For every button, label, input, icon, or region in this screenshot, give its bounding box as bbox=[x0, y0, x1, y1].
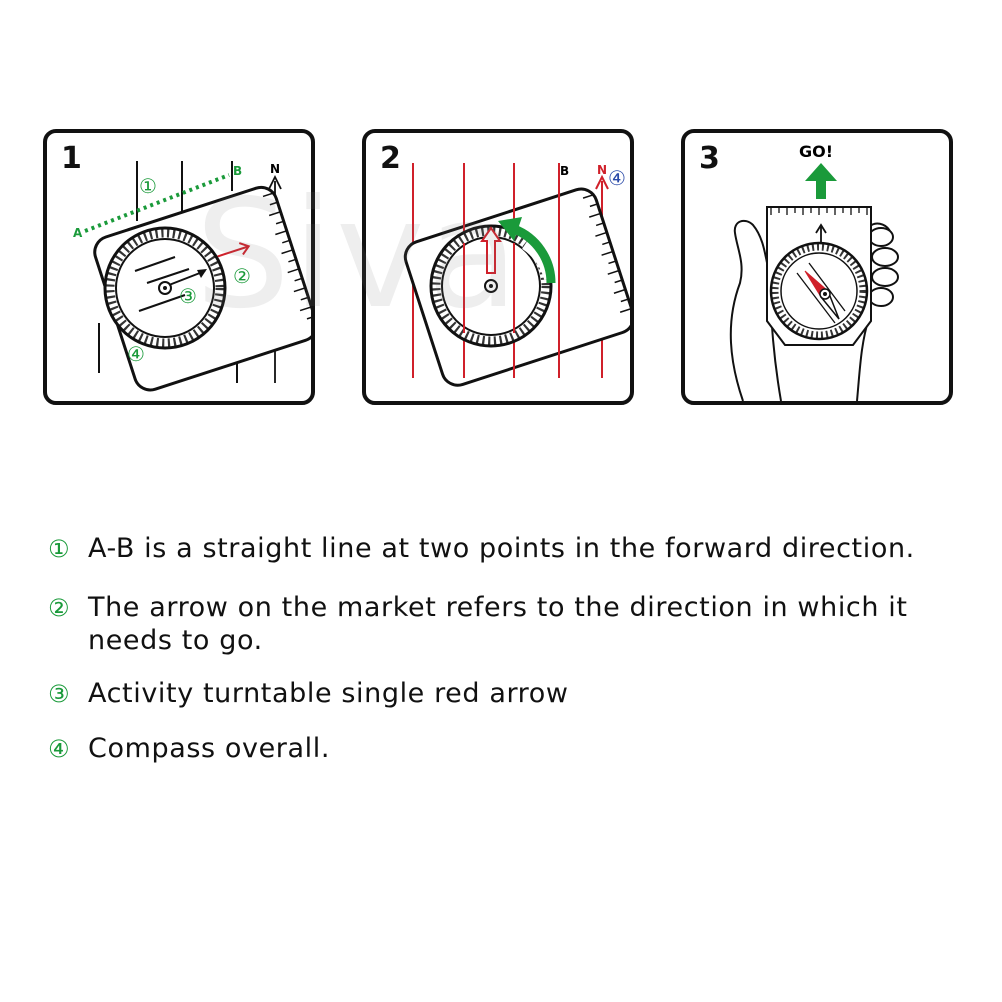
step-2-panel: 2 N ④ B bbox=[362, 129, 634, 405]
point-b-label: B bbox=[233, 164, 242, 178]
north-label: N bbox=[597, 163, 607, 177]
compass-dial bbox=[769, 241, 869, 341]
step-1-illustration: N A B ① bbox=[73, 161, 311, 392]
step-1-panel: 1 N A B ① bbox=[43, 129, 315, 405]
legend-marker: ③ bbox=[48, 680, 71, 708]
legend-item: ① A-B is a straight line at two points i… bbox=[48, 532, 968, 565]
step-number: 2 bbox=[380, 141, 401, 176]
marker-1: ① bbox=[139, 174, 157, 198]
marker-4: ④ bbox=[608, 166, 626, 190]
legend-text: Activity turntable single red arrow bbox=[88, 678, 569, 709]
legend-item: ③ Activity turntable single red arrow bbox=[48, 677, 968, 710]
legend-item: ④ Compass overall. bbox=[48, 732, 968, 765]
legend-marker: ④ bbox=[48, 735, 71, 763]
marker-4: ④ bbox=[127, 342, 145, 366]
marker-3: ③ bbox=[179, 284, 197, 308]
go-arrow-icon bbox=[805, 163, 837, 199]
step-3-panel: 3 GO! bbox=[681, 129, 953, 405]
north-label: N bbox=[270, 162, 280, 176]
step-2-illustration: N ④ B bbox=[403, 163, 630, 387]
point-a-label: A bbox=[73, 226, 83, 240]
compass-dial bbox=[103, 226, 227, 350]
legend-list: ① A-B is a straight line at two points i… bbox=[48, 532, 968, 787]
step-number: 3 bbox=[699, 141, 720, 176]
legend-item: ② The arrow on the market refers to the … bbox=[48, 591, 968, 657]
step-3-illustration: GO! bbox=[729, 142, 899, 401]
legend-text: A-B is a straight line at two points in … bbox=[88, 533, 915, 564]
step-number: 1 bbox=[61, 141, 82, 176]
go-label: GO! bbox=[799, 142, 833, 161]
point-b-label: B bbox=[560, 164, 569, 178]
marker-2: ② bbox=[233, 264, 251, 288]
legend-marker: ② bbox=[48, 594, 71, 622]
legend-text: Compass overall. bbox=[88, 733, 331, 764]
legend-marker: ① bbox=[48, 535, 71, 563]
legend-text: The arrow on the market refers to the di… bbox=[88, 592, 908, 656]
